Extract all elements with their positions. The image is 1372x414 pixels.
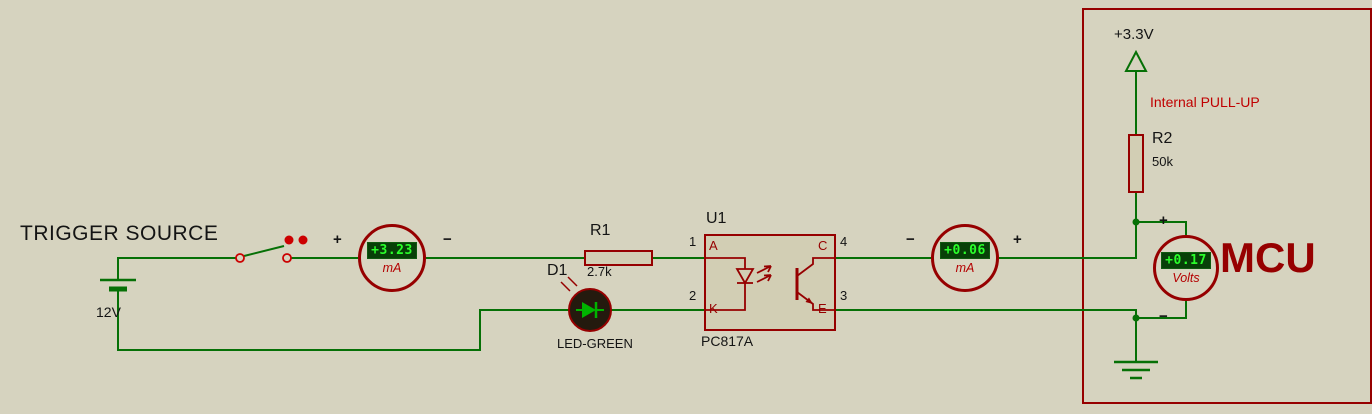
pin4-number-label: 4 [840,234,848,249]
mcu-label: MCU [1220,234,1316,281]
mcu-boundary-box [1082,8,1372,404]
pin-c-name-label: C [818,238,828,253]
resistor-r1[interactable] [584,250,653,266]
voltmeter-minus-sign: − [1159,308,1168,325]
wires [117,71,1187,362]
ammeter2[interactable]: +0.06 mA [931,224,999,292]
ammeter1[interactable]: +3.23 mA [358,224,426,292]
voltmeter-lcd: +0.17 [1161,251,1211,269]
voltmeter[interactable]: +0.17 Volts [1153,235,1219,301]
ammeter1-minus-sign: − [443,231,452,248]
pin3-number-label: 3 [840,288,848,303]
ammeter1-plus-sign: + [333,231,342,248]
voltmeter-plus-sign: + [1159,212,1168,229]
pin1-number-label: 1 [689,234,697,249]
r1-ref-label: R1 [590,222,611,239]
junction-dots [1132,218,1140,322]
switch-toggle[interactable] [284,235,308,245]
led-d1[interactable] [560,276,612,332]
power-terminal-icon [1124,49,1148,72]
resistor-r2[interactable] [1128,134,1144,193]
r1-value-label: 2.7k [587,264,612,279]
voltmeter-unit-label: Volts [1172,270,1200,285]
battery-value-label: 12V [96,304,121,320]
pin-k-name-label: K [709,301,718,316]
ammeter2-lcd: +0.06 [940,241,990,259]
d1-value-label: LED-GREEN [557,336,633,351]
ammeter2-unit-label: mA [955,260,975,275]
u1-ref-label: U1 [706,210,727,227]
pin-a-name-label: A [709,238,718,253]
ammeter1-lcd: +3.23 [367,241,417,259]
optocoupler-u1[interactable] [704,234,836,331]
pin2-number-label: 2 [689,288,697,303]
ammeter2-plus-sign: + [1013,231,1022,248]
trigger-source-label: TRIGGER SOURCE [20,222,219,245]
ammeter1-unit-label: mA [382,260,402,275]
u1-part-label: PC817A [701,333,754,349]
switch[interactable] [235,245,292,263]
battery[interactable] [100,278,136,292]
d1-ref-label: D1 [547,262,568,279]
pin-e-name-label: E [818,301,827,316]
pullup-note-label: Internal PULL-UP [1150,94,1260,110]
ground-icon [1114,360,1158,380]
r2-ref-label: R2 [1152,130,1173,147]
ammeter2-minus-sign: − [906,231,915,248]
power-rail-label: +3.3V [1114,26,1154,43]
r2-value-label: 50k [1152,154,1173,169]
